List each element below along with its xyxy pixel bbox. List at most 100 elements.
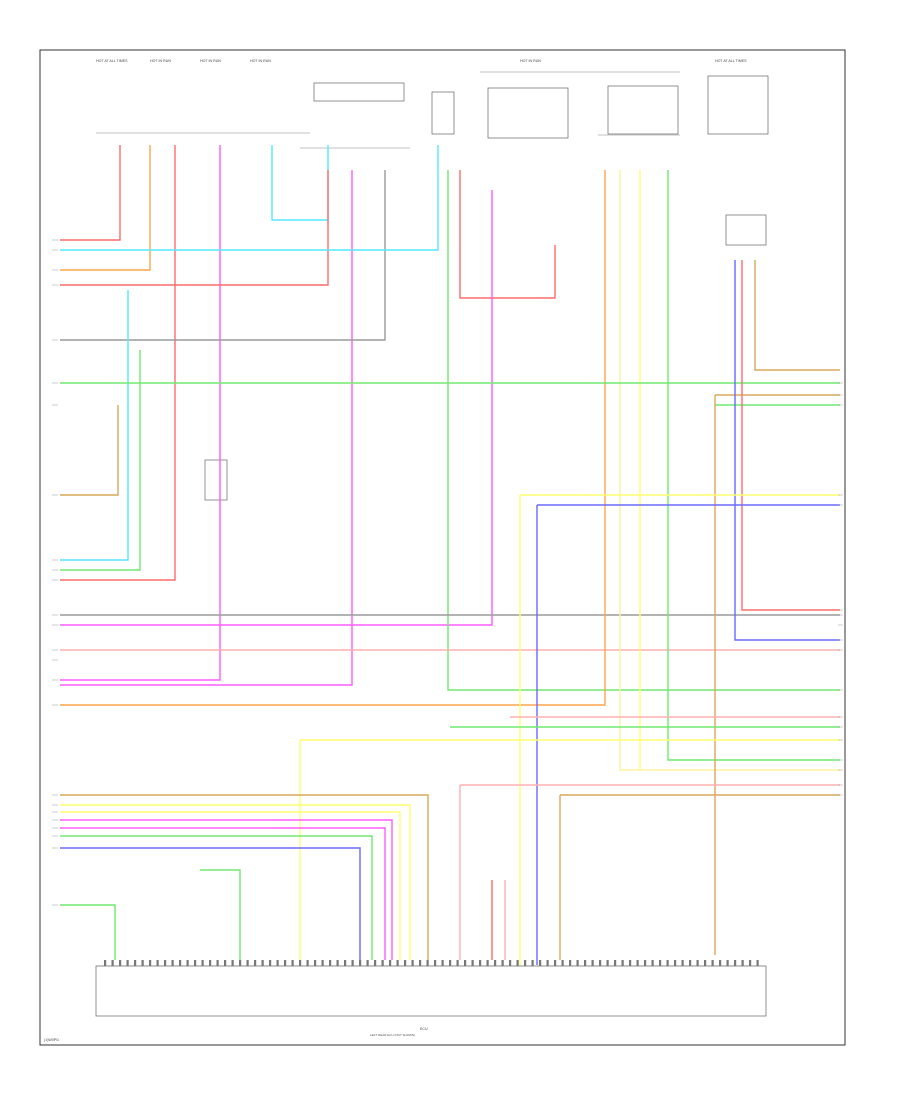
wire-red [459, 170, 556, 299]
ecu-pin [254, 960, 257, 966]
ecu-pin [449, 960, 452, 966]
ecu-pin [164, 960, 167, 966]
ecu-pin [464, 960, 467, 966]
ecu-pin [104, 960, 107, 966]
ecu-pin [554, 960, 557, 966]
ecu-pin [674, 960, 677, 966]
wire-magenta [60, 819, 393, 960]
ecu-pin [539, 960, 542, 966]
ecu-pin [141, 960, 144, 966]
ecu-pin [239, 960, 242, 966]
ecu-pin [419, 960, 422, 966]
ecu-pin [336, 960, 339, 966]
ecu-pin [749, 960, 752, 966]
ecu-pin [291, 960, 294, 966]
ecu-pin [156, 960, 159, 966]
ecu-pin [636, 960, 639, 966]
ecu-pin [546, 960, 549, 966]
top-label-1: HOT AT ALL TIMES [96, 59, 128, 63]
wire-red [741, 260, 840, 611]
ecu-pin [704, 960, 707, 966]
ecu-pin [516, 960, 519, 966]
ecu-pin [689, 960, 692, 966]
wire-yellow [60, 804, 411, 960]
ecu-pin [644, 960, 647, 966]
ecu-pin [201, 960, 204, 966]
ecu-pin [599, 960, 602, 966]
ecu-pin [524, 960, 527, 966]
diagram-frame [39, 49, 846, 1046]
ecu-pin [381, 960, 384, 966]
ecu-pin [344, 960, 347, 966]
wire-magenta [60, 827, 386, 960]
ecu-pin [329, 960, 332, 966]
ecu-pin [359, 960, 362, 966]
wire-tan [60, 405, 119, 496]
wire-green [60, 904, 116, 960]
wire-gray [60, 170, 386, 341]
wire-green [60, 350, 141, 571]
top-components [95, 75, 769, 1017]
ecu-pin [411, 960, 414, 966]
wire-green [667, 170, 840, 761]
ecu-pin [531, 960, 534, 966]
ecu-pin [614, 960, 617, 966]
top-label-6: HOT AT ALL TIMES [715, 59, 747, 63]
ecu-pin [681, 960, 684, 966]
top-rails [96, 71, 766, 967]
wire-red [60, 145, 176, 581]
ecu-pin [711, 960, 714, 966]
ecu-pin [149, 960, 152, 966]
ecu-pin [569, 960, 572, 966]
ecu-pin [741, 960, 744, 966]
ecu-pin [306, 960, 309, 966]
ecu-pin [209, 960, 212, 966]
ecu-pin [351, 960, 354, 966]
wire-green [200, 869, 241, 960]
top-label-4: HOT IN RUN [250, 59, 271, 63]
ecu-pin [501, 960, 504, 966]
ecu-pin [659, 960, 662, 966]
ecu-pin [666, 960, 669, 966]
ecu-pin [696, 960, 699, 966]
ecu-pin [366, 960, 369, 966]
wire-yellow [60, 811, 401, 960]
ecu-pin [389, 960, 392, 966]
wire-red [60, 170, 329, 286]
ecu-pin [276, 960, 279, 966]
ecu-pin [734, 960, 737, 966]
ecu-pin [269, 960, 272, 966]
ecu-pin [756, 960, 759, 966]
ecu-pin [246, 960, 249, 966]
ecu-pin [126, 960, 129, 966]
wire-magenta [60, 170, 353, 686]
ecu-pin [426, 960, 429, 966]
ecu-pin [651, 960, 654, 966]
ecu-pin [561, 960, 564, 966]
ecu-pin [456, 960, 459, 966]
ecu-pin [134, 960, 137, 966]
wire-blue [734, 260, 840, 641]
ecu-pin [591, 960, 594, 966]
ecu-pin [629, 960, 632, 966]
bottom-sublabel: LEFT REAR ECU (NOT SHOWN) [370, 1033, 415, 1037]
wire-cyan [271, 145, 329, 221]
ecu-pin [314, 960, 317, 966]
wire-blue [60, 847, 361, 960]
ecu-pin [404, 960, 407, 966]
wire-tan [60, 794, 429, 960]
ecu-pin [299, 960, 302, 966]
ecu-pin [179, 960, 182, 966]
wire-orange [60, 170, 606, 706]
ecu-pin [119, 960, 122, 966]
wire-magenta [60, 190, 493, 626]
ecu-pin [719, 960, 722, 966]
ecu-pin [576, 960, 579, 966]
ecu-pin [186, 960, 189, 966]
terminal-stubs [52, 239, 843, 906]
ecu-pin [224, 960, 227, 966]
ecu-pin [726, 960, 729, 966]
ecu-pin [111, 960, 114, 966]
ecu-pin [216, 960, 219, 966]
